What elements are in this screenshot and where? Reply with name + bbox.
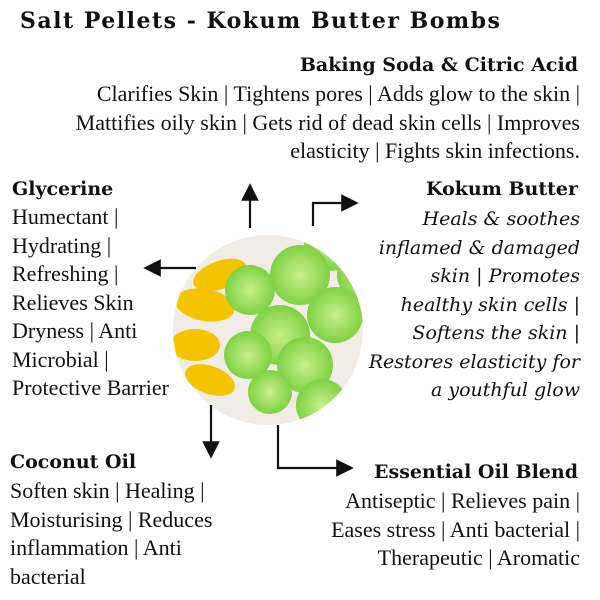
baking-soda-text: Clarifies Skin | Tightens pores | Adds g… <box>75 81 580 163</box>
arrows <box>143 183 359 477</box>
arrow-kokum <box>311 194 359 226</box>
glycerine-heading: Glycerine <box>12 178 114 200</box>
page-title: Salt Pellets - Kokum Butter Bombs <box>20 8 502 34</box>
essential-oil-heading: Essential Oil Blend <box>374 461 578 483</box>
arrow-essential-oil <box>276 425 354 477</box>
coconut-text: Soften skin | Healing | Moisturising | R… <box>10 478 213 589</box>
kokum-heading: Kokum Butter <box>426 178 578 200</box>
kokum-text: Heals & soothes inflamed & damaged skin … <box>368 208 580 401</box>
product-photo <box>173 235 363 425</box>
essential-oil-text: Antiseptic | Relieves pain | Eases stres… <box>331 488 580 570</box>
glycerine-text: Humectant | Hydrating | Refreshing | Rel… <box>12 204 169 400</box>
baking-soda-heading: Baking Soda & Citric Acid <box>299 54 578 76</box>
coconut-heading: Coconut Oil <box>10 451 137 473</box>
